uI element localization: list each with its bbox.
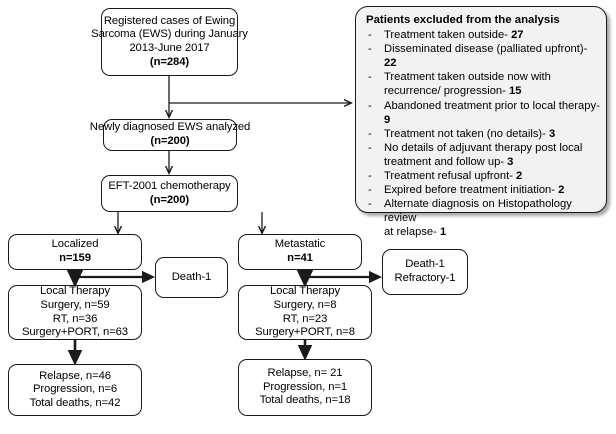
node-chemo-count: (n=200) [149, 193, 190, 206]
excluded-item-text-2: treatment and follow up- 3 [384, 155, 514, 168]
excluded-item-count: 3 [549, 127, 556, 140]
excluded-item: -Abandoned treatment prior to local ther… [364, 99, 602, 127]
node-lt-localized-title: Local Therapy [39, 285, 111, 298]
excluded-item: -No details of adjuvant therapy post loc… [364, 141, 602, 169]
excluded-item: -Treatment not taken (no details)- 3 [364, 127, 602, 141]
excluded-item-text: Treatment taken outside- [384, 29, 512, 42]
node-chemo-line1: EFT-2001 chemotherapy [108, 179, 231, 192]
bullet-dash-icon: - [368, 29, 372, 42]
node-lt-localized-surgery-port: Surgery+PORT, n=63 [21, 326, 128, 339]
node-metastatic-label: Metastatic [274, 238, 326, 251]
bullet-dash-icon: - [368, 71, 372, 84]
bullet-dash-icon: - [368, 43, 372, 56]
node-death-metastatic-line1: Death-1 [405, 258, 445, 271]
excluded-item-text: Disseminated disease (palliated upfront)… [384, 43, 588, 56]
excluded-item-text: Abandoned treatment prior to local thera… [384, 99, 600, 112]
node-registered-line1: Registered cases of Ewing [103, 14, 236, 27]
node-outcomes-metastatic-deaths: Total deaths, n=18 [259, 394, 351, 407]
node-death-localized[interactable]: Death-1 [155, 257, 228, 298]
node-newly-diagnosed-analyzed[interactable]: Newly diagnosed EWS analyzed (n=200) [90, 119, 250, 151]
node-registered-cases[interactable]: Registered cases of Ewing Sarcoma (EWS) … [91, 8, 248, 76]
excluded-panel-title: Patients excluded from the analysis [366, 14, 560, 26]
bullet-dash-icon: - [368, 198, 372, 211]
bullet-dash-icon: - [368, 184, 372, 197]
node-analyzed-count: (n=200) [150, 135, 190, 147]
excluded-items-list: -Treatment taken outside- 27-Disseminate… [364, 28, 602, 239]
excluded-item-count: 3 [507, 155, 514, 168]
node-outcomes-localized-relapse: Relapse, n=46 [39, 369, 111, 382]
excluded-item: -Treatment taken outside- 27 [364, 28, 602, 42]
excluded-item-text: Treatment taken outside now with [384, 71, 551, 84]
excluded-item-count: 22 [384, 57, 397, 70]
excluded-item-text: Alternate diagnosis on Histopathology re… [384, 198, 572, 225]
node-localized-label: Localized [51, 238, 99, 251]
excluded-item-count: 2 [516, 170, 523, 183]
excluded-item-text-2: recurrence/ progression- 15 [384, 85, 522, 98]
node-lt-localized-surgery: Surgery, n=59 [40, 298, 110, 311]
node-registered-line3: 2013-June 2017 [129, 42, 210, 54]
node-outcomes-metastatic-progression: Progression, n=1 [262, 380, 348, 393]
node-local-therapy-metastatic[interactable]: Local Therapy Surgery, n=8 RT, n=23 Surg… [238, 285, 372, 340]
excluded-item-count: 1 [439, 226, 447, 239]
node-analyzed-line1: Newly diagnosed EWS analyzed [89, 121, 251, 134]
excluded-item-text: Treatment not taken (no details)- [384, 127, 549, 140]
node-lt-metastatic-title: Local Therapy [269, 285, 341, 298]
node-outcomes-metastatic[interactable]: Relapse, n= 21 Progression, n=1 Total de… [238, 359, 372, 416]
excluded-item: -Treatment refusal upfront- 2 [364, 169, 602, 183]
excluded-patients-panel[interactable]: Patients excluded from the analysis -Tre… [355, 6, 607, 238]
bullet-dash-icon: - [368, 170, 372, 183]
node-metastatic-count: n=41 [287, 252, 313, 264]
excluded-item-count: 2 [558, 184, 565, 197]
excluded-item-count: 27 [511, 29, 524, 42]
node-registered-line2: Sarcoma (EWS) during January [91, 28, 248, 41]
excluded-item-text: Expired before treatment initiation- [384, 184, 559, 197]
node-outcomes-localized[interactable]: Relapse, n=46 Progression, n=6 Total dea… [8, 364, 142, 416]
node-localized-count: n=159 [59, 252, 91, 264]
node-local-therapy-localized[interactable]: Local Therapy Surgery, n=59 RT, n=36 Sur… [8, 285, 142, 340]
node-outcomes-metastatic-relapse: Relapse, n= 21 [267, 367, 343, 380]
bullet-dash-icon: - [368, 141, 372, 154]
excluded-item-text-2: at relapse- 1 [384, 226, 447, 239]
node-localized[interactable]: Localized n=159 [8, 234, 142, 270]
node-death-metastatic-line2: Refractory-1 [394, 272, 456, 284]
bullet-dash-icon: - [368, 99, 372, 112]
excluded-item-text: No details of adjuvant therapy post loca… [384, 141, 583, 154]
node-outcomes-localized-deaths: Total deaths, n=42 [29, 396, 121, 409]
node-lt-metastatic-surgery: Surgery, n=8 [273, 298, 337, 311]
node-eft-2001-chemotherapy[interactable]: EFT-2001 chemotherapy (n=200) [101, 175, 238, 212]
node-death-localized-label: Death-1 [171, 270, 212, 283]
node-lt-metastatic-surgery-port: Surgery+PORT, n=8 [255, 326, 355, 339]
node-lt-metastatic-rt: RT, n=23 [282, 312, 328, 325]
excluded-item: -Alternate diagnosis on Histopathology r… [364, 197, 602, 239]
excluded-item: -Expired before treatment initiation- 2 [364, 183, 602, 197]
excluded-item-count: 9 [384, 113, 391, 126]
node-registered-count: (n=284) [149, 55, 190, 68]
node-lt-localized-rt: RT, n=36 [52, 312, 98, 325]
node-death-refractory-metastatic[interactable]: Death-1 Refractory-1 [382, 249, 468, 295]
excluded-item-count: 15 [508, 85, 522, 98]
node-outcomes-localized-progression: Progression, n=6 [32, 383, 118, 396]
bullet-dash-icon: - [368, 127, 372, 140]
excluded-item-text: Treatment refusal upfront- [384, 170, 517, 183]
excluded-item: -Disseminated disease (palliated upfront… [364, 42, 602, 70]
node-metastatic[interactable]: Metastatic n=41 [238, 234, 362, 270]
